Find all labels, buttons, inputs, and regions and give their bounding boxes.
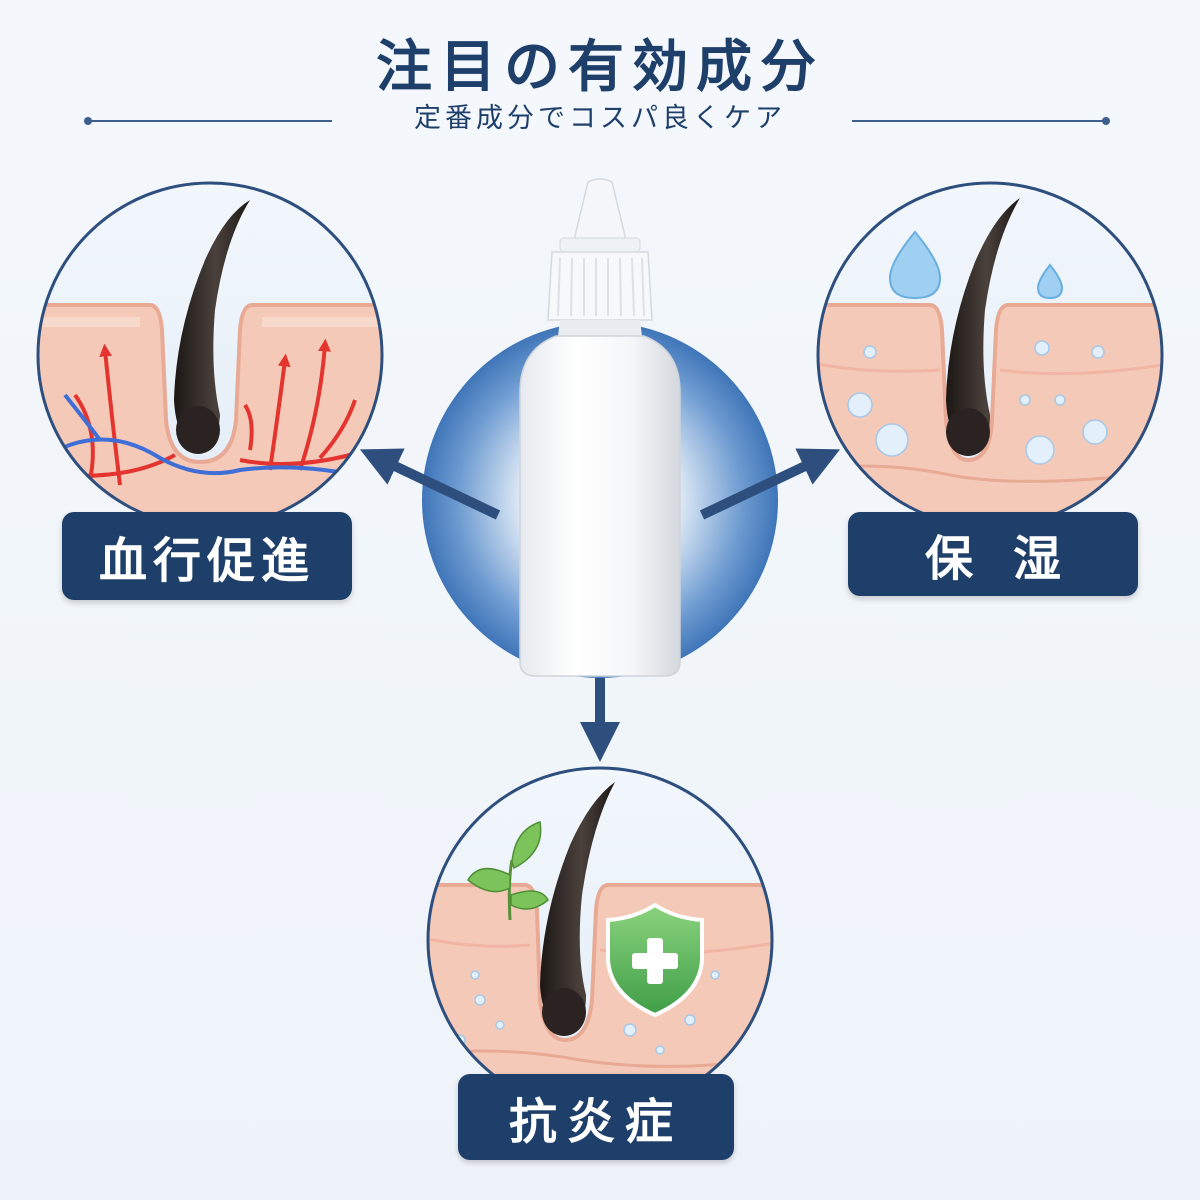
moisture-illustration [816, 181, 1164, 529]
benefit-label-moisture: 保湿 [848, 512, 1138, 596]
anti-inflammatory-illustration [426, 766, 774, 1114]
leaf-icon [467, 821, 549, 921]
divider-dot [84, 117, 92, 125]
divider-dot [1102, 117, 1110, 125]
water-drop-icon [888, 230, 942, 300]
subtitle-divider-left [84, 117, 332, 125]
page-subtitle: 定番成分でコスパ良くケア [414, 103, 786, 134]
benefit-label-anti-inflammatory: 抗炎症 [458, 1074, 734, 1160]
page-title: 注目の有効成分 [376, 35, 824, 100]
benefit-label-blood-circulation: 血行促進 [62, 512, 352, 600]
blood-circulation-illustration [36, 181, 384, 529]
subtitle-divider-right [852, 117, 1110, 125]
subtitle-row: 定番成分でコスパ良くケア [0, 96, 1200, 146]
arrow-icon [359, 448, 501, 520]
water-drop-icon [1036, 263, 1064, 300]
shield-plus-icon [606, 902, 704, 1018]
dropper-bottle-icon [519, 178, 681, 677]
arrow-icon [699, 448, 841, 520]
